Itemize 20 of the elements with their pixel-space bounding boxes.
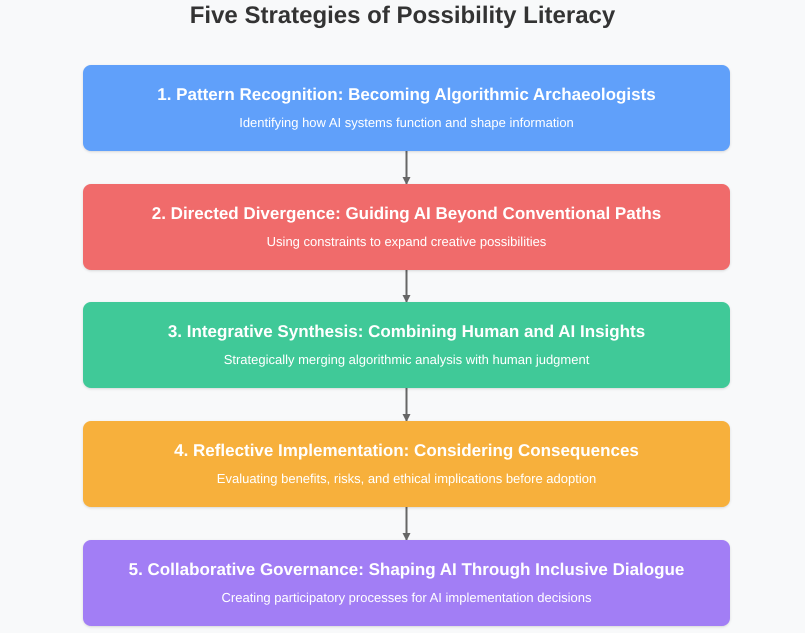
arrow xyxy=(402,151,410,185)
box-heading: 4. Reflective Implementation: Considering Consequences xyxy=(174,441,639,461)
box-description: Identifying how AI systems function and shape information xyxy=(239,115,574,131)
arrow xyxy=(402,388,410,422)
arrow xyxy=(402,507,410,541)
process-box xyxy=(83,65,730,151)
box-heading: 3. Integrative Synthesis: Combining Human and AI Insights xyxy=(168,322,646,342)
box-description: Strategically merging algorithmic analysis with human judgment xyxy=(224,352,590,368)
process-box xyxy=(83,184,730,270)
box-heading: 5. Collaborative Governance: Shaping AI Through Inclusive Dialogue xyxy=(128,560,684,580)
title: Five Strategies of Possibility Literacy xyxy=(188,2,616,30)
process-box xyxy=(83,421,730,507)
box-heading: 2. Directed Divergence: Guiding AI Beyond Conventional Paths xyxy=(152,204,662,224)
box-description: Evaluating benefits, risks, and ethical implications before adoption xyxy=(216,471,596,487)
arrow xyxy=(402,270,410,303)
box-description: Creating participatory processes for AI implementation decisions xyxy=(222,590,592,606)
process-box xyxy=(83,540,730,626)
box-description: Using constraints to expand creative possibilities xyxy=(266,234,546,250)
box-heading: 1. Pattern Recognition: Becoming Algorithmic Archaeologists xyxy=(157,85,656,105)
process-box xyxy=(83,302,730,388)
